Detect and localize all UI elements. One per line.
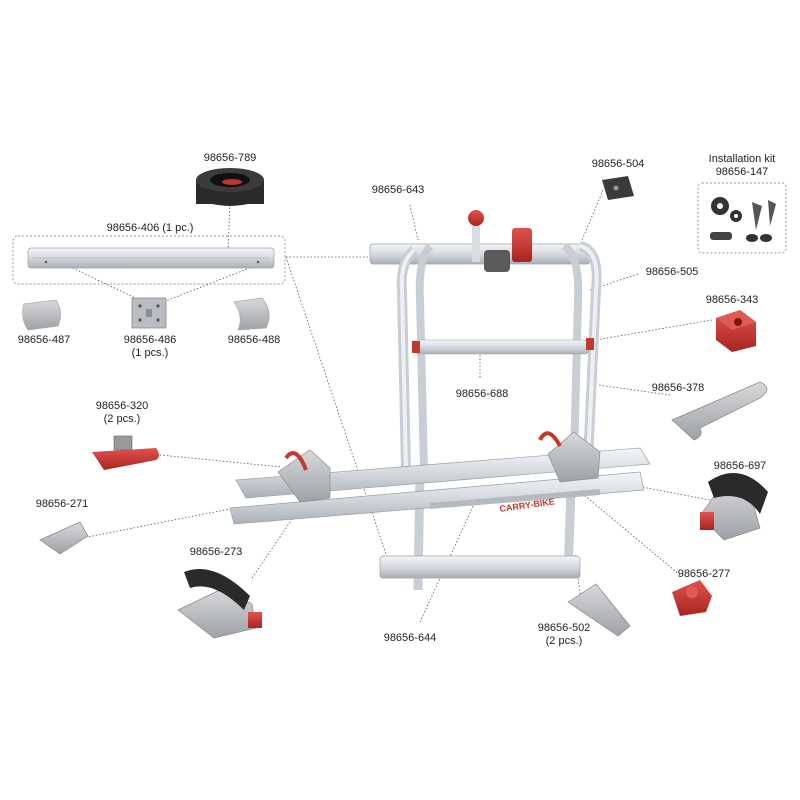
part-label-98656-343: 98656-343 xyxy=(705,294,759,306)
part-label-98656-273: 98656-273 xyxy=(189,546,243,558)
part-label-98656-502: 98656-502 (2 pcs.) xyxy=(538,622,591,648)
plate-486 xyxy=(131,297,167,329)
red-block-343 xyxy=(716,310,756,352)
part-label-98656-277: 98656-277 xyxy=(677,568,731,580)
mounting-rail-406 xyxy=(27,247,275,269)
part-code: 98656-502 xyxy=(537,622,591,634)
part-label-98656-271: 98656-271 xyxy=(35,498,89,510)
red-knob-277 xyxy=(672,580,712,616)
part-label-98656-486: 98656-486 (1 pcs.) xyxy=(124,334,177,360)
part-code: 98656-486 xyxy=(123,334,177,346)
rubber-ring-789 xyxy=(196,168,264,206)
end-cap-487 xyxy=(22,299,61,331)
kit-code: 98656-147 xyxy=(715,166,769,178)
part-label-98656-504: 98656-504 xyxy=(591,158,645,170)
rail-406-box xyxy=(12,235,286,285)
part-label-98656-789: 98656-789 xyxy=(203,152,257,164)
part-label-98656-688: 98656-688 xyxy=(455,388,509,400)
part-label-98656-488: 98656-488 xyxy=(227,334,281,346)
installation-kit-label: Installation kit 98656-147 xyxy=(709,153,776,179)
part-label-98656-505: 98656-505 xyxy=(645,266,699,278)
end-piece-271 xyxy=(39,521,89,555)
part-qty: (2 pcs.) xyxy=(103,413,141,425)
part-label-98656-320: 98656-320 (2 pcs.) xyxy=(96,400,149,426)
installation-kit-items xyxy=(710,197,776,242)
part-label-98656-697: 98656-697 xyxy=(713,460,767,472)
part-label-98656-487: 98656-487 xyxy=(17,334,71,346)
red-strap-320 xyxy=(92,435,159,470)
part-label-98656-643: 98656-643 xyxy=(371,184,425,196)
end-cap-488 xyxy=(233,297,270,331)
part-label-98656-378: 98656-378 xyxy=(651,382,705,394)
wheel-holder-273 xyxy=(177,569,262,639)
part-qty: (1 pcs.) xyxy=(131,347,169,359)
wheel-holder-697 xyxy=(699,473,768,541)
kit-title: Installation kit xyxy=(708,153,776,165)
installation-kit-box xyxy=(697,182,787,254)
part-qty: (2 pcs.) xyxy=(545,635,583,647)
bracket-502 xyxy=(567,583,631,637)
part-code: 98656-320 xyxy=(95,400,149,412)
part-label-98656-406: 98656-406 (1 pc.) xyxy=(106,222,194,234)
clamp-378 xyxy=(671,381,768,441)
part-label-98656-644: 98656-644 xyxy=(383,632,437,644)
leader-lines xyxy=(59,189,721,623)
rack-frame xyxy=(229,210,651,591)
